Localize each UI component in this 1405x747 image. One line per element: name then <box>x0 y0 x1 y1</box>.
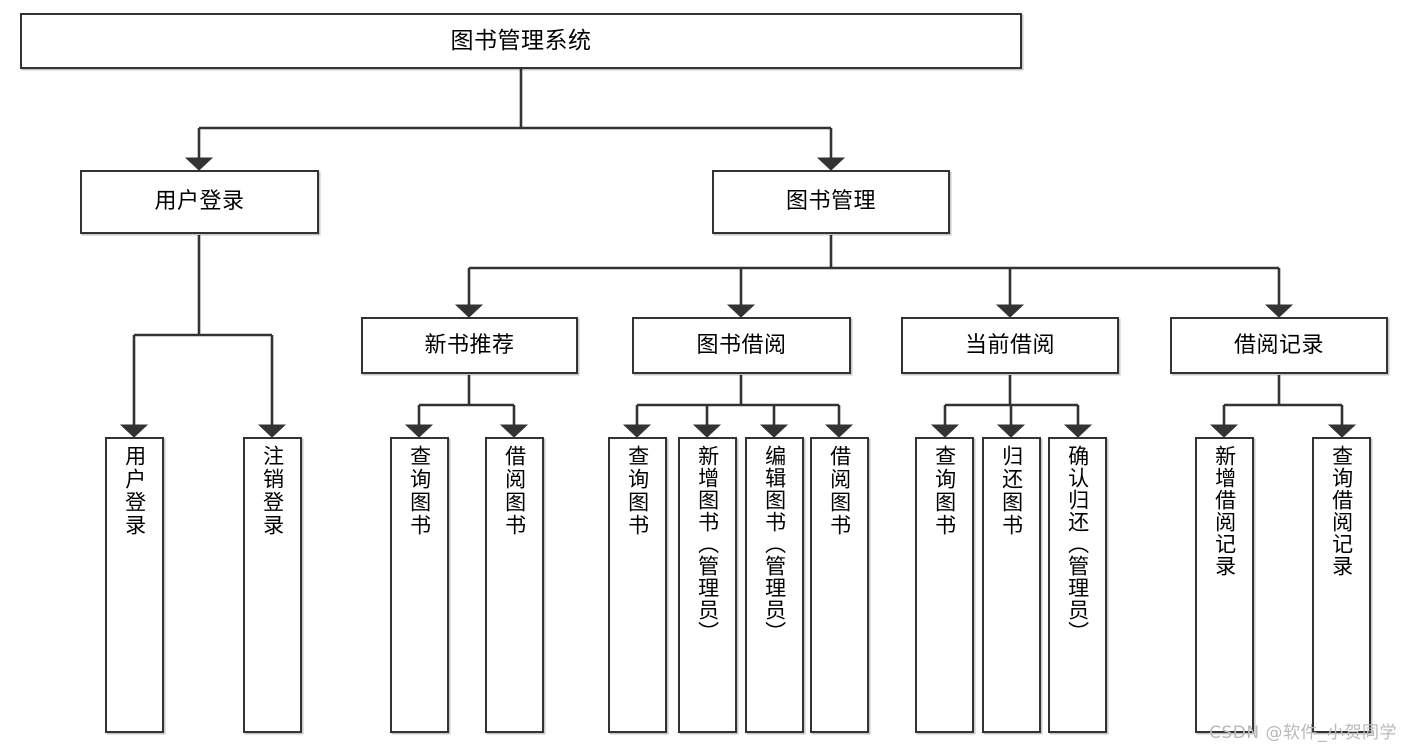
node-book-management[interactable]: 图书管理 <box>712 170 950 234</box>
node-new-book-recommendation[interactable]: 新书推荐 <box>361 317 578 374</box>
node-label: 新增借阅记录 <box>1212 445 1237 577</box>
node-label: 注销登录 <box>260 445 285 537</box>
node-label: 图书管理系统 <box>450 27 592 54</box>
leaf-borrow-book[interactable]: 借阅图书 <box>810 437 869 733</box>
node-label: 确认归还（管理员） <box>1065 445 1090 643</box>
leaf-query-book-new[interactable]: 查询图书 <box>390 437 449 733</box>
node-label: 查询借阅记录 <box>1329 445 1354 577</box>
node-label: 新增图书（管理员） <box>695 445 720 643</box>
node-current-borrowing[interactable]: 当前借阅 <box>901 317 1119 374</box>
node-borrowing-records[interactable]: 借阅记录 <box>1170 317 1388 374</box>
node-label: 借阅记录 <box>1233 332 1324 358</box>
leaf-return-book[interactable]: 归还图书 <box>982 437 1041 733</box>
node-label: 图书管理 <box>785 189 876 215</box>
node-label: 归还图书 <box>999 445 1024 537</box>
node-book-management-system[interactable]: 图书管理系统 <box>20 13 1022 69</box>
leaf-edit-book-admin[interactable]: 编辑图书（管理员） <box>745 437 804 733</box>
leaf-user-login[interactable]: 用户登录 <box>105 437 164 733</box>
node-label: 用户登录 <box>122 445 147 537</box>
node-book-borrowing[interactable]: 图书借阅 <box>632 317 851 374</box>
leaf-query-book-current[interactable]: 查询图书 <box>915 437 974 733</box>
node-label: 编辑图书（管理员） <box>762 445 787 643</box>
node-label: 借阅图书 <box>827 445 852 537</box>
leaf-add-borrow-record[interactable]: 新增借阅记录 <box>1195 437 1254 733</box>
node-label: 新书推荐 <box>424 332 515 358</box>
leaf-query-book-borrow[interactable]: 查询图书 <box>608 437 667 733</box>
leaf-add-book-admin[interactable]: 新增图书（管理员） <box>678 437 737 733</box>
node-label: 当前借阅 <box>964 332 1055 358</box>
leaf-confirm-return-admin[interactable]: 确认归还（管理员） <box>1048 437 1107 733</box>
watermark-text: CSDN @软件_小贺同学 <box>1209 723 1397 743</box>
leaf-borrow-book-new[interactable]: 借阅图书 <box>485 437 544 733</box>
node-label: 查询图书 <box>932 445 957 537</box>
node-label: 借阅图书 <box>502 445 527 537</box>
node-user-login[interactable]: 用户登录 <box>80 170 319 234</box>
node-label: 查询图书 <box>625 445 650 537</box>
node-label: 查询图书 <box>407 445 432 537</box>
leaf-query-borrow-record[interactable]: 查询借阅记录 <box>1312 437 1371 733</box>
node-label: 图书借阅 <box>696 332 787 358</box>
node-label: 用户登录 <box>154 189 245 215</box>
leaf-logout[interactable]: 注销登录 <box>243 437 302 733</box>
